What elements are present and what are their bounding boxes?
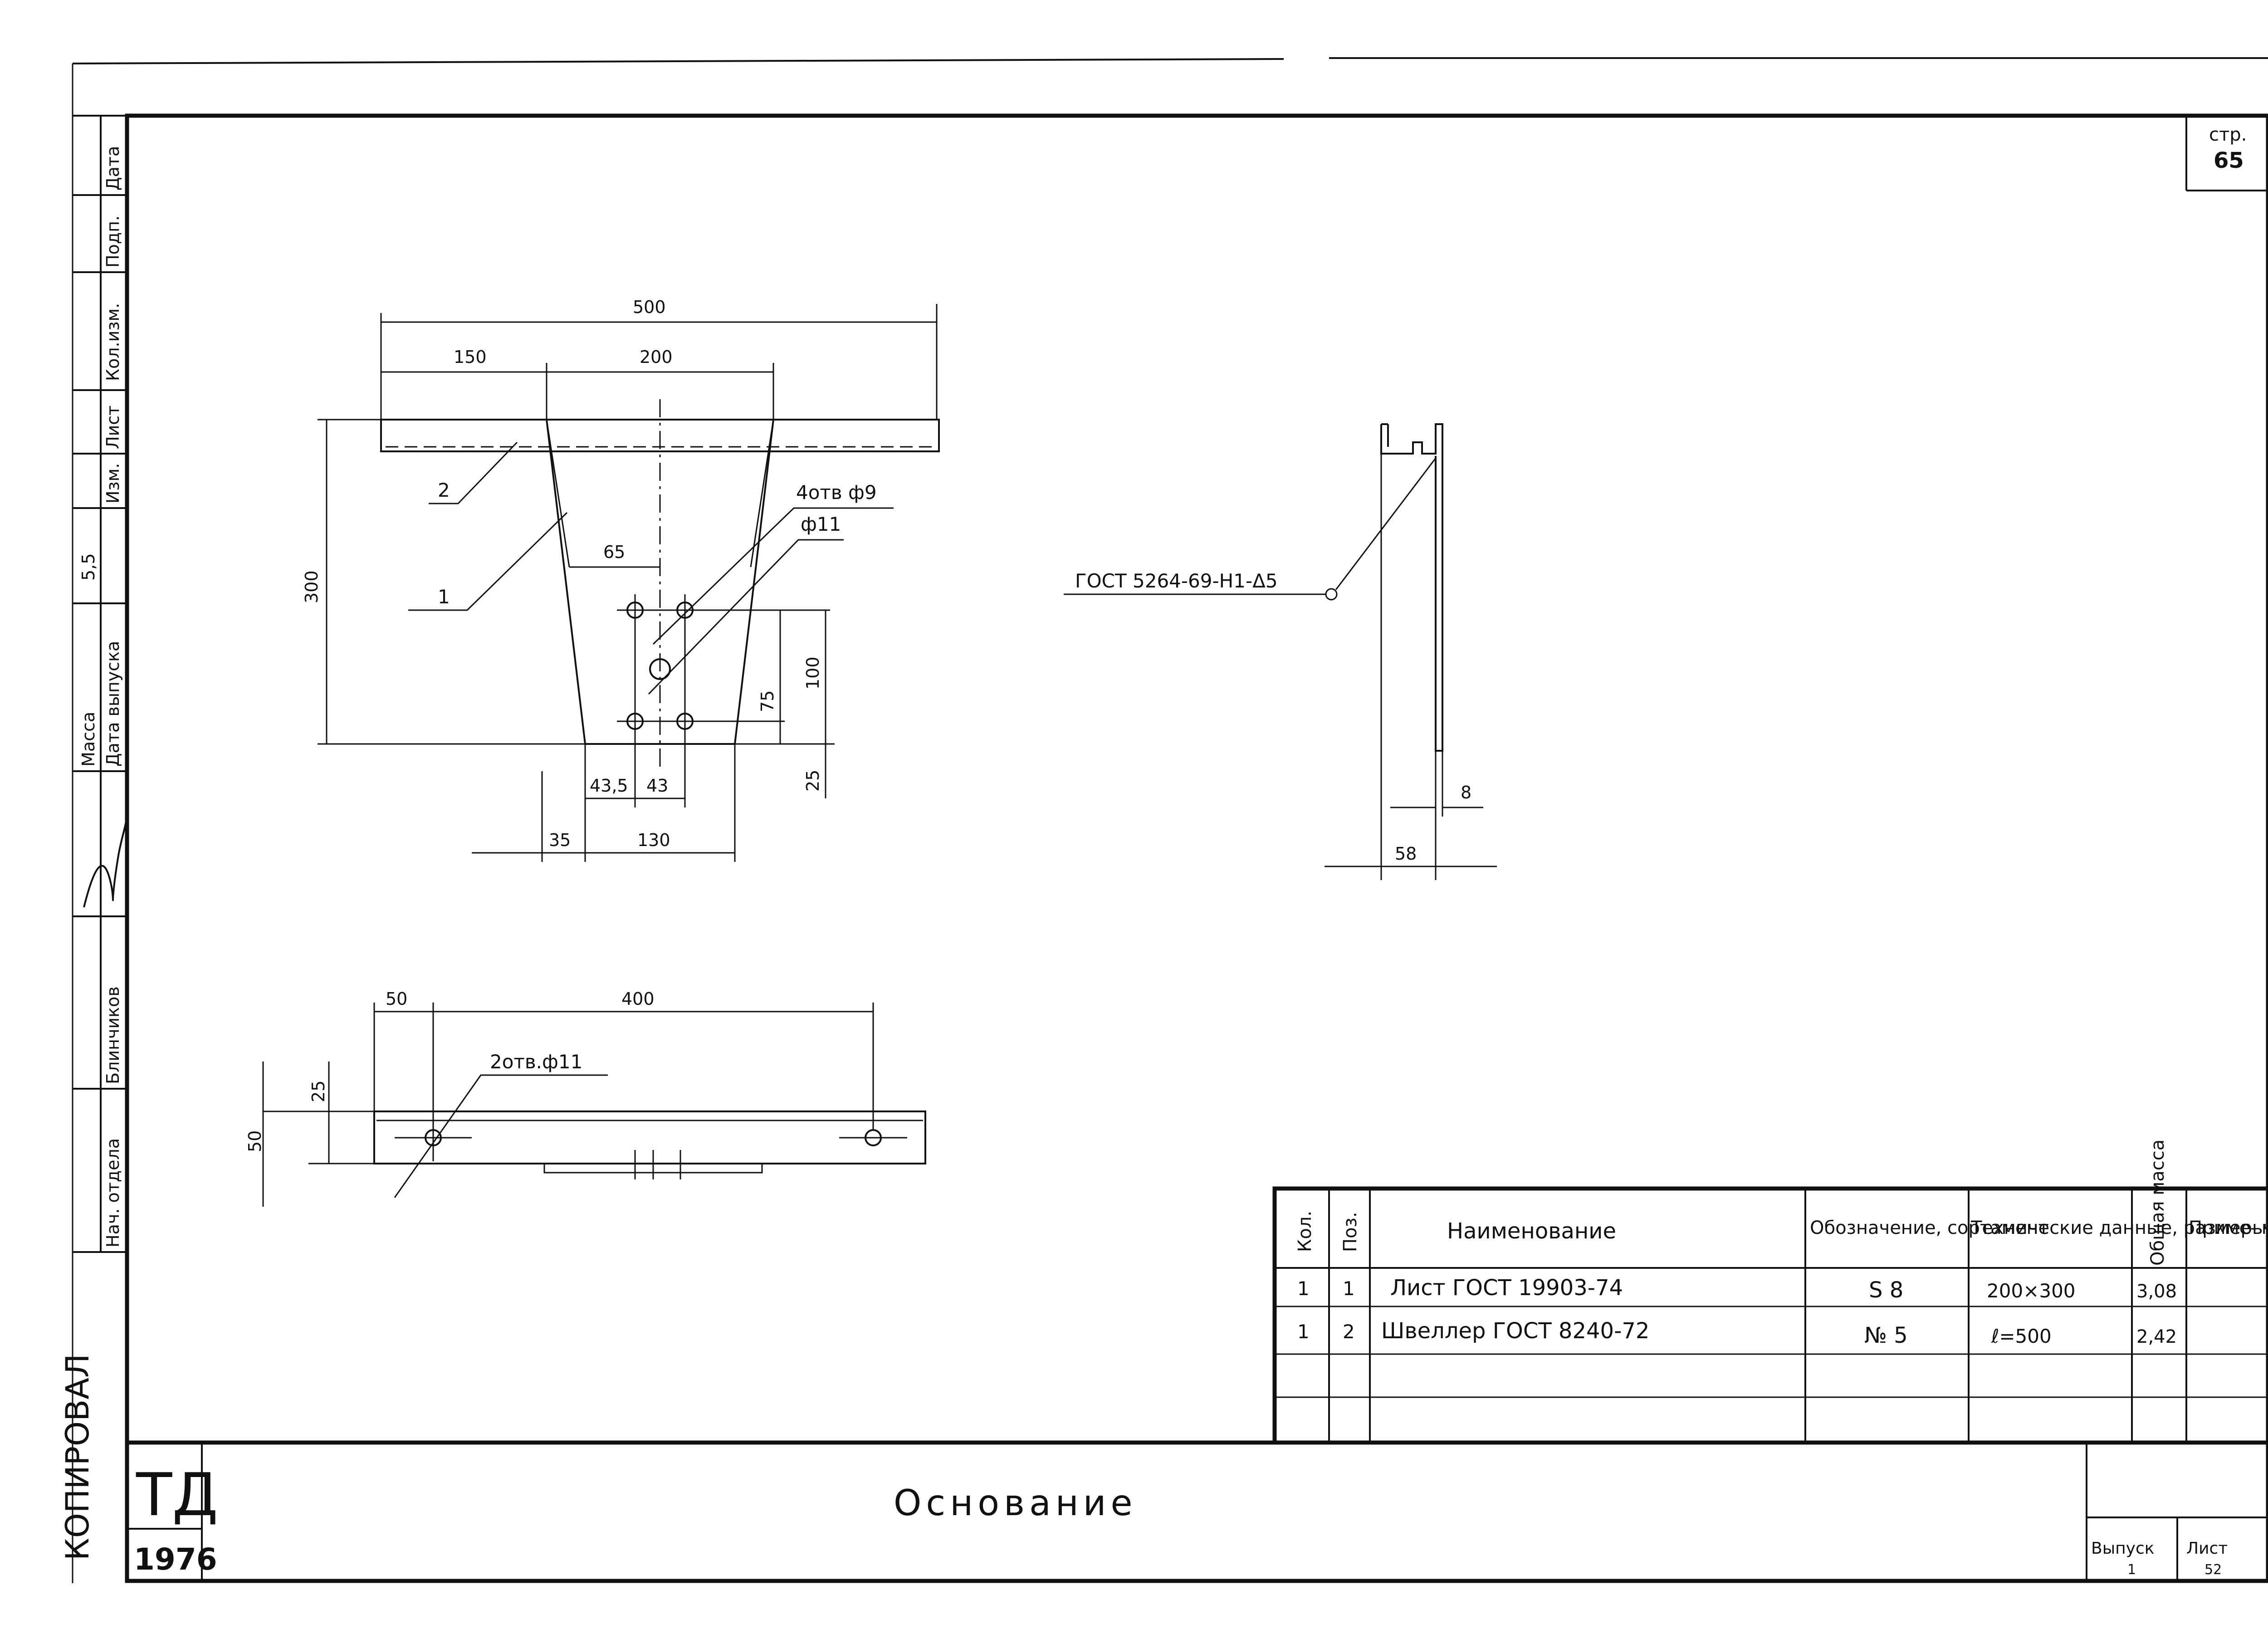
dim-height: 300 xyxy=(302,570,322,603)
row2-qty: 1 xyxy=(1297,1321,1310,1343)
header-designation: Обозначение, сортамент xyxy=(1810,1218,2049,1238)
dim-plan-span: 400 xyxy=(621,989,655,1009)
row1-name: Лист ГОСТ 19903-74 xyxy=(1390,1275,1623,1301)
page-label: стр. xyxy=(2209,124,2247,145)
dim-total-width: 500 xyxy=(633,297,666,317)
page-number: 65 xyxy=(2214,148,2244,173)
callout-holes: 4отв ф9 xyxy=(796,481,877,504)
side-field-ratio: 5,5 xyxy=(78,553,98,581)
header-qty: Кол. xyxy=(1295,1211,1315,1252)
stamp-code: ТД xyxy=(136,1460,218,1529)
dim-bottom-hole: 43 xyxy=(646,776,668,796)
side-field-mass: Масса xyxy=(78,712,98,767)
row1-designation: S 8 xyxy=(1869,1277,1903,1303)
side-field-sheet: Лист xyxy=(103,406,123,449)
release-value: 1 xyxy=(2127,1562,2136,1578)
side-stamp: Дата Подп. Кол.изм. Лист Изм. 5,5 Масса … xyxy=(59,115,128,1561)
table-row: 1 2 Швеллер ГОСТ 8240-72 № 5 ℓ=500 2,42 xyxy=(1297,1318,2177,1348)
page-number-box: стр. 65 xyxy=(2185,116,2268,191)
row2-name: Швеллер ГОСТ 8240-72 xyxy=(1381,1318,1649,1344)
side-field-dept-head: Нач. отдела xyxy=(103,1138,123,1247)
row2-mass: 2,42 xyxy=(2136,1326,2177,1347)
row2-designation: № 5 xyxy=(1864,1323,1908,1348)
side-field-release-date: Дата выпуска xyxy=(103,641,123,767)
table-row: 1 1 Лист ГОСТ 19903-74 S 8 200×300 3,08 xyxy=(1297,1275,2177,1303)
row1-mass: 3,08 xyxy=(2136,1281,2177,1302)
dim-bottom-width: 130 xyxy=(637,830,670,850)
dim-thickness: 8 xyxy=(1461,783,1471,802)
callout-center-hole: ф11 xyxy=(801,513,841,535)
side-vertical-copy: КОПИРОВАЛ xyxy=(59,1354,96,1561)
callout-pos1: 1 xyxy=(438,586,450,608)
stamp-year: 1976 xyxy=(134,1542,217,1577)
side-field-change-count: Кол.изм. xyxy=(103,303,123,381)
row2-pos: 2 xyxy=(1343,1321,1355,1343)
callout-pos2: 2 xyxy=(438,479,450,501)
plan-view: 50 400 50 25 2отв.ф11 xyxy=(245,989,926,1207)
header-name: Наименование xyxy=(1447,1218,1616,1244)
front-view: 500 150 200 300 65 100 75 25 43,5 43 35 … xyxy=(302,297,940,862)
dim-bottom-edge: 25 xyxy=(803,770,823,792)
sheet-frame xyxy=(72,57,2268,1583)
header-tech-data: Технические данные, размеры xyxy=(1970,1218,2267,1238)
header-mass: Общая масса xyxy=(2147,1140,2168,1266)
signature-mark xyxy=(83,816,128,908)
header-pos: Поз. xyxy=(1340,1212,1361,1252)
hole-center xyxy=(649,658,671,680)
dim-bottom-offset: 35 xyxy=(549,830,571,850)
dim-hole-offset: 65 xyxy=(603,542,625,562)
dim-width: 58 xyxy=(1395,844,1417,864)
header-note: Приме- чание xyxy=(2189,1218,2268,1238)
sheet-value: 52 xyxy=(2204,1562,2222,1578)
spec-table: Кол. Поз. Наименование Обозначение, сорт… xyxy=(1272,1140,2268,1445)
title-block: ТД 1976 Основание Выпуск 1 Лист 52 xyxy=(127,1440,2268,1581)
dim-plan-half: 25 xyxy=(308,1081,328,1102)
sheet-title: Основание xyxy=(894,1483,1137,1524)
plan-callout-holes: 2отв.ф11 xyxy=(490,1051,582,1073)
dim-left-offset: 150 xyxy=(454,347,487,367)
dim-plan-edge: 50 xyxy=(386,989,407,1009)
side-field-date: Дата xyxy=(103,146,123,191)
row2-tech: ℓ=500 xyxy=(1991,1325,2052,1347)
dim-hole-row: 75 xyxy=(758,690,777,712)
row1-qty: 1 xyxy=(1297,1277,1310,1300)
side-field-change: Изм. xyxy=(103,463,123,504)
side-view: 8 58 ГОСТ 5264-69-Н1-Δ5 xyxy=(1064,423,1497,880)
dim-top-width: 200 xyxy=(640,347,673,367)
dim-plan-height: 50 xyxy=(245,1130,265,1152)
dim-hole-spacing-v: 100 xyxy=(803,656,823,690)
row1-tech: 200×300 xyxy=(1987,1280,2076,1302)
side-field-name: Блинчиков xyxy=(103,986,123,1084)
side-field-sign: Подп. xyxy=(103,215,123,268)
row1-pos: 1 xyxy=(1343,1277,1355,1300)
weld-note: ГОСТ 5264-69-Н1-Δ5 xyxy=(1075,570,1278,592)
release-label: Выпуск xyxy=(2091,1539,2155,1558)
dim-bottom-left: 43,5 xyxy=(590,776,628,796)
sheet-label: Лист xyxy=(2186,1539,2228,1558)
